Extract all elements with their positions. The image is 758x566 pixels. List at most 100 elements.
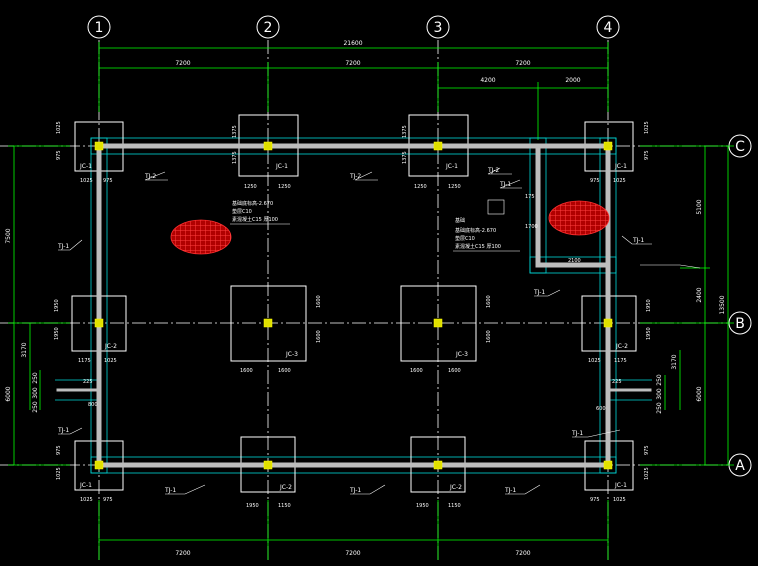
fdim-23: 975 (590, 497, 600, 503)
fdim-v12: 1950 (646, 327, 652, 340)
fdim-26: 800 (88, 402, 98, 408)
hatched-zone-left (170, 219, 232, 255)
fdim-15: 1025 (588, 358, 601, 364)
hatched-zone-right (548, 200, 610, 236)
note1-line1: 基础底标高-2.670 (232, 200, 273, 207)
fdim-5: 1250 (414, 184, 427, 190)
fdim-1: 1025 (80, 178, 93, 184)
dim-right-sub4: 250 (656, 402, 663, 414)
fdim-9: 1175 (78, 358, 91, 364)
beam-tag-tj1-right-low: TJ-1 (571, 430, 583, 437)
fdim-16: 1175 (614, 358, 627, 364)
dim-left-overall: 7500 (5, 228, 12, 243)
dim-bottom-bay2: 7200 (345, 550, 360, 557)
fdim-19: 1950 (246, 503, 259, 509)
fdim-v14: 1025 (56, 467, 62, 480)
fdim-11: 1600 (240, 368, 253, 374)
note-n175: 175 (525, 194, 535, 200)
dim-right-mid: 2400 (696, 287, 703, 302)
beam-tag-tj1-top4: TJ-1 (499, 181, 511, 188)
footing-label-jc2-b3: JC-2 (449, 484, 462, 491)
grid-label-4: 4 (604, 20, 613, 36)
fdim-25: 225 (83, 379, 93, 385)
footing-b2 (230, 285, 307, 362)
fdim-v7: 1600 (486, 295, 492, 308)
beam-tag-tj1-right: TJ-1 (632, 237, 644, 244)
beam-outlines (55, 137, 652, 474)
fdim-v9: 1950 (54, 299, 60, 312)
dim-right-sub2: 250 (656, 374, 663, 386)
fdim-28: 600 (596, 406, 606, 412)
fdim-24: 1025 (613, 497, 626, 503)
beam-tag-tj1-bot1: TJ-1 (164, 487, 176, 494)
footing-label-jc3-m2: JC-3 (285, 351, 298, 358)
fdim-v3: 1025 (644, 121, 650, 134)
footings (71, 114, 637, 493)
note1-line2: 垫层C10 (232, 208, 252, 215)
fdim-21: 1950 (416, 503, 429, 509)
dim-right-sub1: 3170 (671, 354, 678, 369)
fdim-v6: 1600 (316, 330, 322, 343)
dim-top-bay1: 7200 (175, 60, 190, 67)
fdim-7: 975 (590, 178, 600, 184)
fdim-v5: 1600 (316, 295, 322, 308)
fdim-v20: 1375 (402, 151, 408, 164)
fdim-17: 1025 (80, 497, 93, 503)
dim-top-sub1: 4200 (480, 77, 495, 84)
fdim-6: 1250 (448, 184, 461, 190)
note2-line1: 基础底标高-2.670 (455, 227, 496, 234)
footing-label-jc1-t3: JC-1 (445, 163, 458, 170)
dim-right-sub3: 300 (656, 388, 663, 400)
note-n2100: 2100 (568, 258, 581, 264)
hatched-zones (170, 200, 610, 255)
fdim-v10: 1950 (54, 327, 60, 340)
grid-label-2: 2 (264, 20, 273, 36)
fdim-v17: 1375 (232, 125, 238, 138)
fdim-v15: 975 (644, 445, 650, 455)
beam-tag-tj2-top2: TJ-2 (349, 173, 361, 180)
fdim-20: 1150 (278, 503, 291, 509)
fdim-v2: 975 (56, 150, 62, 160)
fdim-v11: 1950 (646, 299, 652, 312)
fdim-3: 1250 (244, 184, 257, 190)
columns (94, 141, 613, 470)
beam-tag-tj1-left-low: TJ-1 (57, 427, 69, 434)
fdim-14: 1600 (448, 368, 461, 374)
note1-line3: 素混凝土C15 厚100 (232, 216, 278, 223)
grid-label-3: 3 (434, 20, 443, 36)
dim-top-bay3: 7200 (515, 60, 530, 67)
fdim-v4: 975 (644, 150, 650, 160)
footing-label-jc1-tr: JC-1 (614, 163, 627, 170)
fdim-4: 1250 (278, 184, 291, 190)
dim-top-bay2: 7200 (345, 60, 360, 67)
footing-label-jc1-br: JC-1 (614, 482, 627, 489)
fdim-v19: 1375 (402, 125, 408, 138)
note2-line3: 素混凝土C15 厚100 (455, 243, 501, 250)
dim-left-lower: 6000 (5, 386, 12, 401)
fdim-v13: 975 (56, 445, 62, 455)
beam-tag-tj1-left: TJ-1 (57, 243, 69, 250)
dim-left-sub1: 3170 (21, 342, 28, 357)
dim-left-sub3: 300 (32, 387, 39, 399)
grid-label-a: A (735, 458, 745, 474)
beam-tag-tj1-right-mid: TJ-1 (533, 289, 545, 296)
grid-label-1: 1 (95, 20, 104, 36)
footing-label-jc2-b2: JC-2 (279, 484, 292, 491)
dim-top-sub2: 2000 (565, 77, 580, 84)
dim-bottom-bay1: 7200 (175, 550, 190, 557)
footing-label-jc1-tl: JC-1 (79, 163, 92, 170)
dim-bottom-bay3: 7200 (515, 550, 530, 557)
fdim-18: 975 (103, 497, 113, 503)
fdim-13: 1600 (410, 368, 423, 374)
beam-tag-tj1-bot2: TJ-1 (349, 487, 361, 494)
grid-label-c: C (735, 139, 745, 155)
footing-label-jc1-bl: JC-1 (79, 482, 92, 489)
leader-lines (58, 167, 701, 495)
note2-line2: 垫层C10 (455, 235, 475, 242)
dimension-lines (8, 42, 734, 560)
fdim-27: 225 (612, 379, 622, 385)
dim-left-sub4: 250 (32, 401, 39, 413)
fdim-12: 1600 (278, 368, 291, 374)
footing-label-jc1-t2: JC-1 (275, 163, 288, 170)
